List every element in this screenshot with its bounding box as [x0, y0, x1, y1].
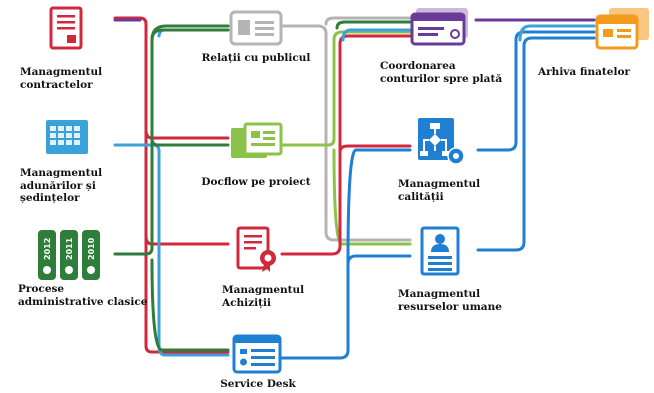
line-hr-blue: [476, 36, 596, 252]
node-hr: [420, 226, 460, 276]
calendar-icon: [46, 120, 88, 154]
project-sheets-icon: [231, 122, 283, 158]
label-meetings: Managmentul adunărilor și ședințelor: [20, 167, 103, 204]
label-docflow: Docflow pe proiect: [201, 176, 311, 188]
line-admin-green-c: [150, 258, 230, 352]
document-stamp-icon: [49, 6, 83, 50]
label-hr: Managmentul resurselor umane: [398, 288, 502, 313]
certificate-icon: [236, 226, 276, 272]
line-procure-red-b: [338, 144, 412, 154]
node-archive: [595, 6, 651, 52]
line-docflow-lightgreen: [280, 30, 412, 147]
node-payment: [410, 6, 470, 46]
line-docflow-lightgreen-b: [332, 148, 412, 246]
line-servicedesk-blue-b: [346, 148, 412, 264]
binder-year-2: 2011: [65, 237, 74, 260]
personnel-file-icon: [420, 226, 460, 276]
line-pr-gray-b: [324, 16, 412, 26]
line-admin-green-b: [150, 137, 230, 147]
binders-icon: 2012 2011 2010: [38, 230, 100, 280]
flowchart-gear-icon: [418, 118, 465, 165]
archive-files-icon: [595, 8, 649, 50]
node-procurement: [236, 226, 280, 274]
label-procurement: Managmentul Achiziții: [222, 284, 305, 309]
label-contracts: Managmentul contractelor: [20, 66, 103, 91]
node-meetings: [44, 118, 90, 156]
cheque-icon: [410, 8, 468, 46]
label-pr: Relații cu publicul: [201, 52, 311, 64]
id-card-icon: [229, 10, 283, 46]
line-middle-green: [335, 20, 412, 30]
label-admin: Procese administrative clasice: [18, 283, 148, 308]
node-contracts: [48, 6, 84, 52]
node-docflow: [229, 122, 283, 162]
label-quality: Managmentul calității: [398, 178, 481, 203]
label-payment: Coordonarea conturilor spre plată: [380, 60, 503, 85]
node-admin: 2012 2011 2010: [34, 226, 104, 282]
line-servicedesk-blue: [280, 254, 412, 360]
node-pr: [229, 10, 283, 46]
binder-year-1: 2012: [43, 238, 52, 260]
line-green-to-pr: [150, 24, 230, 42]
line-quality-blue-b: [518, 24, 596, 42]
binder-year-3: 2010: [87, 237, 96, 260]
line-contracts-red: [113, 16, 230, 354]
line-contracts-red-b: [144, 128, 230, 140]
line-middle-blue: [341, 28, 412, 42]
node-servicedesk: [232, 334, 282, 374]
line-quality-blue: [476, 30, 596, 152]
line-pr-gray: [280, 24, 412, 242]
form-icon: [232, 334, 282, 374]
label-archive: Arhiva finatelor: [538, 66, 630, 78]
label-servicedesk: Service Desk: [220, 378, 296, 390]
node-quality: [416, 116, 466, 166]
